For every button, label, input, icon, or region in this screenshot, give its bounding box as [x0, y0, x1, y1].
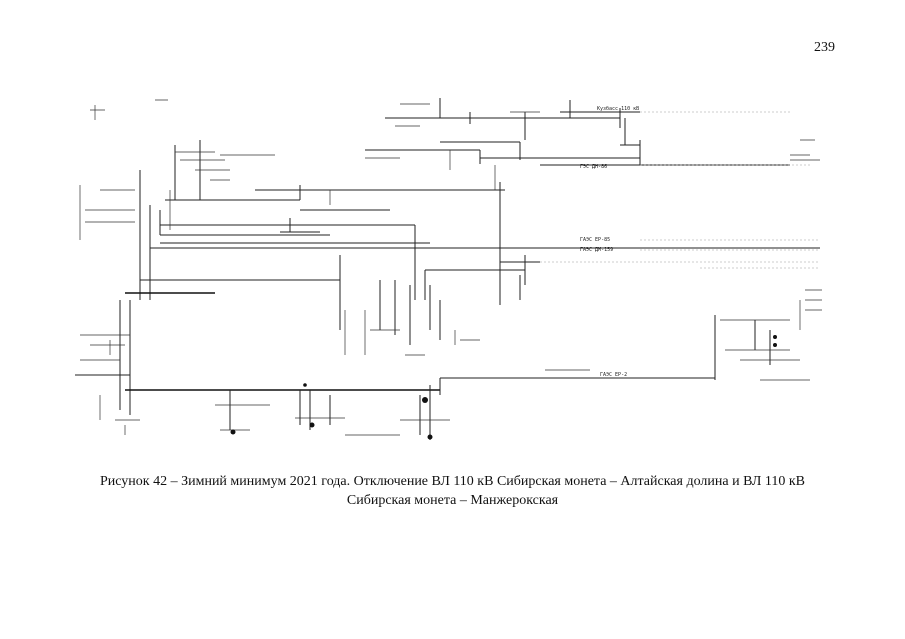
- ges-dm159-label: ГАЭС ДМ-159: [580, 247, 613, 253]
- right-cluster: ГАЭС ЕР-2: [440, 315, 810, 381]
- figure-caption: Рисунок 42 – Зимний минимум 2021 года. О…: [50, 472, 855, 510]
- switch-node: [773, 335, 777, 339]
- switch-node: [422, 397, 428, 403]
- switch-node: [303, 383, 307, 387]
- ges-ep2-label: ГАЭС ЕР-2: [600, 372, 627, 378]
- kuzbass-label: Кузбасс 110 кВ: [597, 105, 639, 112]
- left-cluster: ГАЭС ЕР-85 ГАЭС ДМ-159: [79, 140, 820, 300]
- page-number: 239: [814, 40, 835, 55]
- upper-bus-feeders: ГЭС ДН-86: [365, 140, 810, 190]
- switch-node: [309, 422, 315, 428]
- switch-node: [773, 343, 777, 347]
- single-line-diagram: Кузбасс 110 кВ ГЭС ДН-86 ГАЭС ЕР-85 ГАЭС…: [75, 98, 822, 440]
- bottom-bus: [75, 374, 450, 440]
- caption-line-1: Рисунок 42 – Зимний минимум 2021 года. О…: [99, 474, 805, 489]
- misc-elements: [90, 99, 822, 356]
- ges-dn86-label: ГЭС ДН-86: [580, 164, 607, 170]
- middle-bus: [80, 255, 820, 415]
- top-right-feeder: Кузбасс 110 кВ: [385, 98, 790, 145]
- ges-ep85-label: ГАЭС ЕР-85: [580, 237, 610, 243]
- switch-node: [427, 434, 433, 440]
- switch-node: [230, 429, 236, 435]
- caption-line-2: Сибирская монета – Манжерокская: [346, 493, 559, 508]
